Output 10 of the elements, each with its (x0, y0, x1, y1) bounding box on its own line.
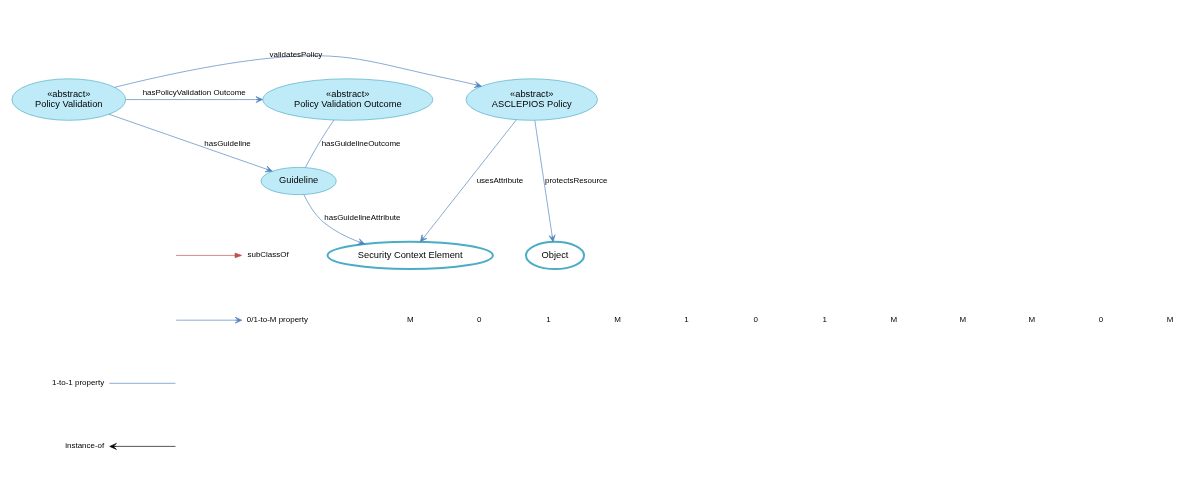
arrow (420, 119, 517, 243)
arrow (108, 113, 273, 173)
connector (305, 119, 335, 168)
node-ellipse: «abstract» Policy Validation (11, 78, 126, 121)
arrow (125, 96, 263, 103)
node-ellipse: «abstract» Policy Validation Outcome (262, 78, 434, 121)
arrow (303, 194, 365, 245)
arrow (534, 120, 556, 243)
arrow (114, 55, 482, 88)
node-ellipse: Object (525, 240, 586, 271)
